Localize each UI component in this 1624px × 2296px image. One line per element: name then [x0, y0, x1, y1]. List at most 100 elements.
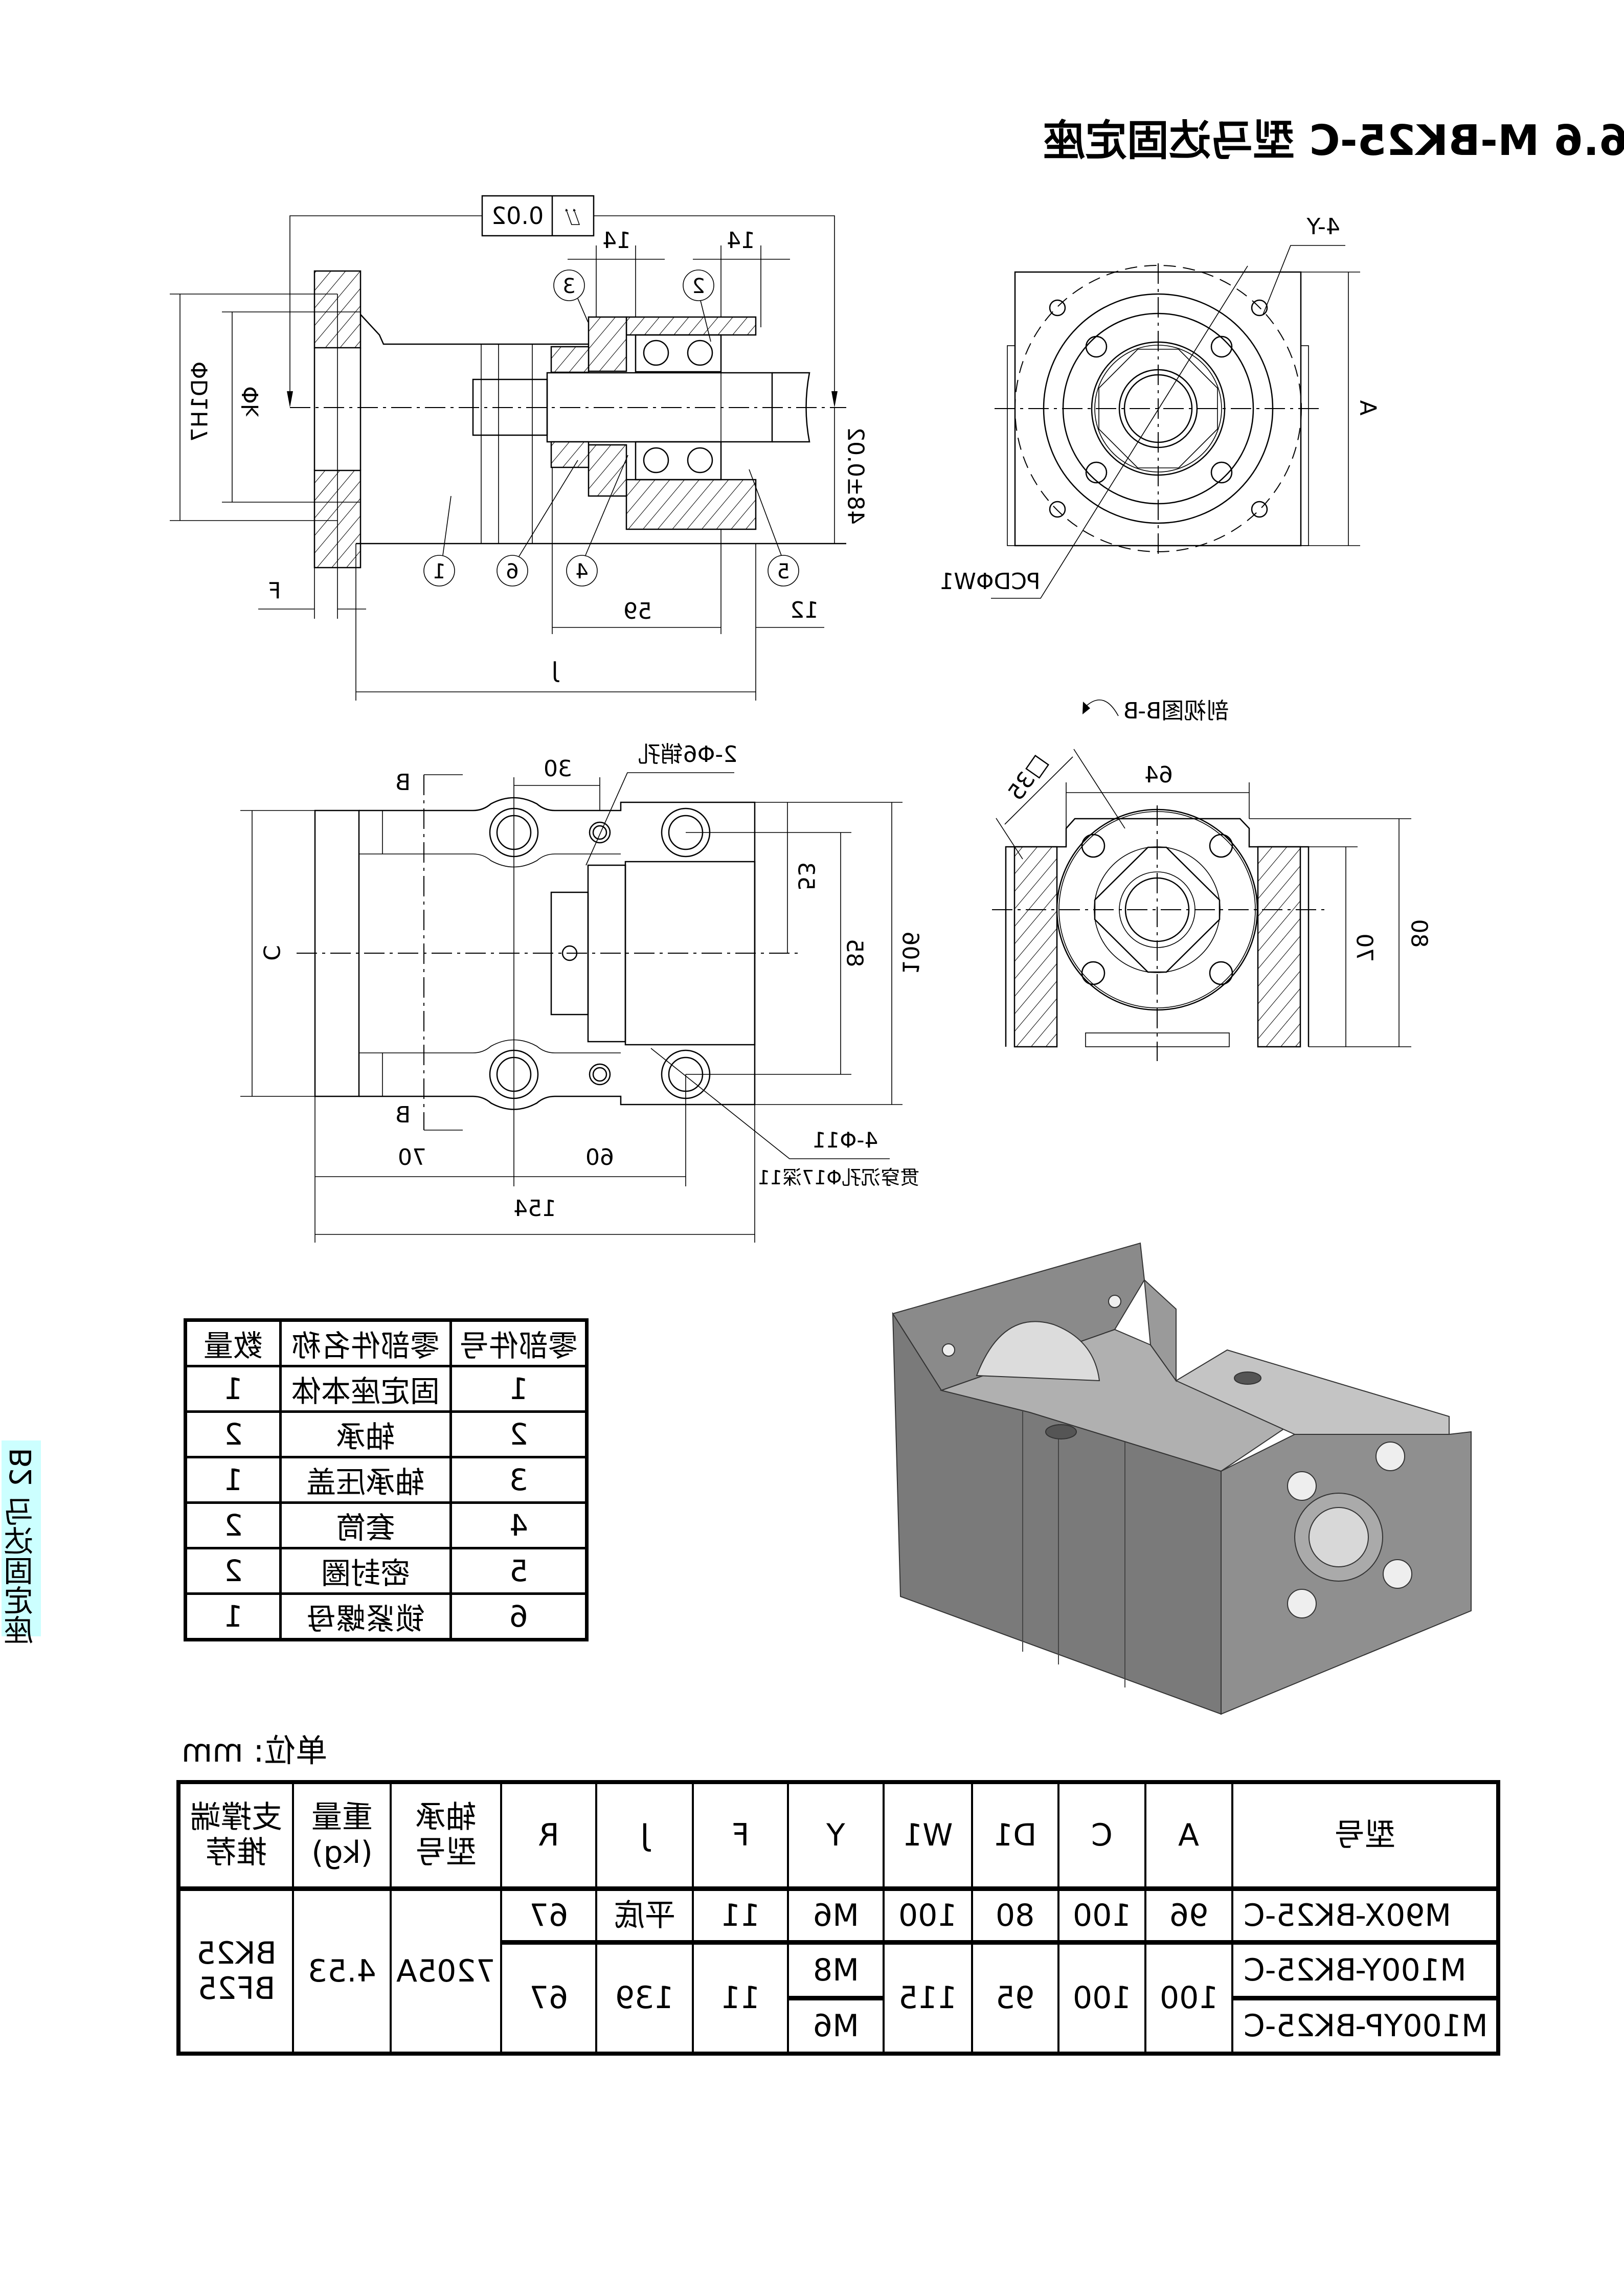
- dim-f: F: [268, 578, 281, 604]
- drawing-circle: [1375, 1442, 1405, 1471]
- leader-line: [1262, 245, 1345, 315]
- header-r: R: [500, 1781, 597, 1891]
- drawing-circle: [1085, 335, 1108, 358]
- drawing-circle: [423, 555, 455, 587]
- table-cell: 套筒: [279, 1501, 452, 1549]
- drawing-circle: [589, 821, 611, 844]
- drawing-shape: [1098, 349, 1218, 468]
- isometric-render: [892, 1242, 1472, 1715]
- dim-j: J: [552, 657, 560, 683]
- cell-text: 100: [1072, 1897, 1132, 1933]
- drawing-circle: [683, 269, 714, 301]
- cell-text: M6: [813, 1897, 859, 1933]
- table-row: 67 139 11 M8 115 95 100 100 M100Y-BK25-C: [178, 1941, 1499, 2055]
- drawing-label: 5: [777, 560, 790, 583]
- dim-60: 60: [585, 1144, 614, 1170]
- header-part-no: 零部件号: [449, 1319, 588, 1367]
- table-cell: 100: [1057, 1941, 1146, 2055]
- dim-14-right: 14: [727, 228, 755, 254]
- table-cell: 平底: [595, 1887, 694, 1945]
- drawing-rect: [550, 441, 590, 468]
- dim-59: 59: [623, 598, 652, 624]
- side-section-view: 0.02 ⌰ 14 14 ΦD1H7 Φk: [170, 195, 869, 701]
- cell-text: M100YP-BK25-C: [1244, 2008, 1488, 2044]
- table-cell: 11: [692, 1941, 789, 2055]
- cell-text: 11: [720, 1897, 760, 1933]
- dim-70-top: 70: [398, 1144, 426, 1170]
- leader-line: [650, 1048, 890, 1159]
- drawing-line: [700, 300, 711, 342]
- drawing-circle: [1287, 1589, 1317, 1618]
- table-row: M6 M100YP-BK25-C: [178, 1997, 1499, 2055]
- drawing-circle: [1383, 1559, 1412, 1589]
- drawing-ellipse: [1045, 1424, 1077, 1439]
- balloon-4: 4: [566, 455, 628, 587]
- table-cell: 100: [1144, 1941, 1233, 2055]
- table-cell: 2: [184, 1410, 282, 1458]
- table-cell: 轴承: [279, 1410, 452, 1458]
- drawing-rect: [550, 346, 590, 373]
- dim-c: C: [258, 945, 284, 961]
- header-weight: 重量(kg): [292, 1781, 392, 1891]
- balloon-6: 6: [497, 460, 578, 587]
- drawing-circle: [553, 269, 585, 301]
- header-j: J: [595, 1781, 694, 1891]
- cell-text: 数量: [203, 1329, 263, 1363]
- table-cell: 115: [883, 1941, 973, 2055]
- cell-text: 11: [720, 1980, 760, 2016]
- drawing-line: [577, 298, 589, 323]
- section-marker-b-bottom: B: [395, 1102, 411, 1128]
- cell-text: 100: [1159, 1980, 1219, 2016]
- table-cell: M100YP-BK25-C: [1231, 1997, 1499, 2055]
- cell-text: 67: [529, 1897, 569, 1933]
- cell-text: 单位: mm: [182, 1732, 328, 1769]
- dim-a: A: [1355, 400, 1381, 415]
- header-c: C: [1057, 1781, 1146, 1891]
- table-cell: 80: [971, 1887, 1059, 1945]
- header-y: Y: [787, 1781, 885, 1891]
- drawing-circle: [1210, 461, 1233, 484]
- table-cell: 1: [449, 1365, 588, 1413]
- drawing-line: [585, 455, 628, 556]
- cell-text: 2: [223, 1417, 243, 1452]
- drawing-circle: [497, 555, 528, 587]
- dim-14-left: 14: [602, 228, 631, 254]
- table-cell: 固定座本体: [279, 1365, 452, 1413]
- cell-text: 零部件号: [459, 1329, 578, 1363]
- table-cell: 锁紧螺母: [279, 1592, 452, 1641]
- drawing-rect: [588, 316, 627, 372]
- hole-note: 贯穿沉孔Φ17深11: [758, 1166, 920, 1189]
- drawing-line: [518, 460, 578, 557]
- balloon-2: 2: [683, 269, 714, 342]
- cell-text: 139: [615, 1980, 674, 2016]
- table-cell: M8: [787, 1941, 885, 2000]
- drawing-circle: [566, 555, 598, 587]
- drawing-line: [1073, 749, 1125, 829]
- table-cell: 67: [500, 1887, 597, 1945]
- drawing-circle: [1251, 501, 1268, 518]
- cell-text: W1: [903, 1817, 953, 1853]
- leader-line: [585, 772, 734, 866]
- drawing-circle: [592, 825, 607, 840]
- table-cell: 95: [971, 1941, 1059, 2055]
- table-cell: 密封圈: [279, 1547, 452, 1595]
- cell-text: 平底: [614, 1897, 675, 1933]
- cell-text: 1: [223, 1599, 243, 1634]
- balloon-5: 5: [749, 469, 799, 587]
- cell-text: Y: [826, 1817, 845, 1853]
- drawing-circle: [643, 340, 669, 366]
- cell-text: 3: [509, 1462, 528, 1497]
- table-cell: 11: [692, 1887, 789, 1945]
- table-cell: 1: [184, 1592, 282, 1641]
- spec-table: 支撑端推荐 重量(kg) 轴承型号 R J F Y W1 D1 C A 型号 B…: [176, 1780, 1500, 2056]
- dim-48: 48±0.02: [843, 427, 869, 525]
- cell-text: 支撑端推荐: [190, 1799, 282, 1871]
- section-bb-title: 剖视图B-B: [1123, 698, 1229, 724]
- pin-hole-note: 2-Φ6销孔: [638, 741, 738, 768]
